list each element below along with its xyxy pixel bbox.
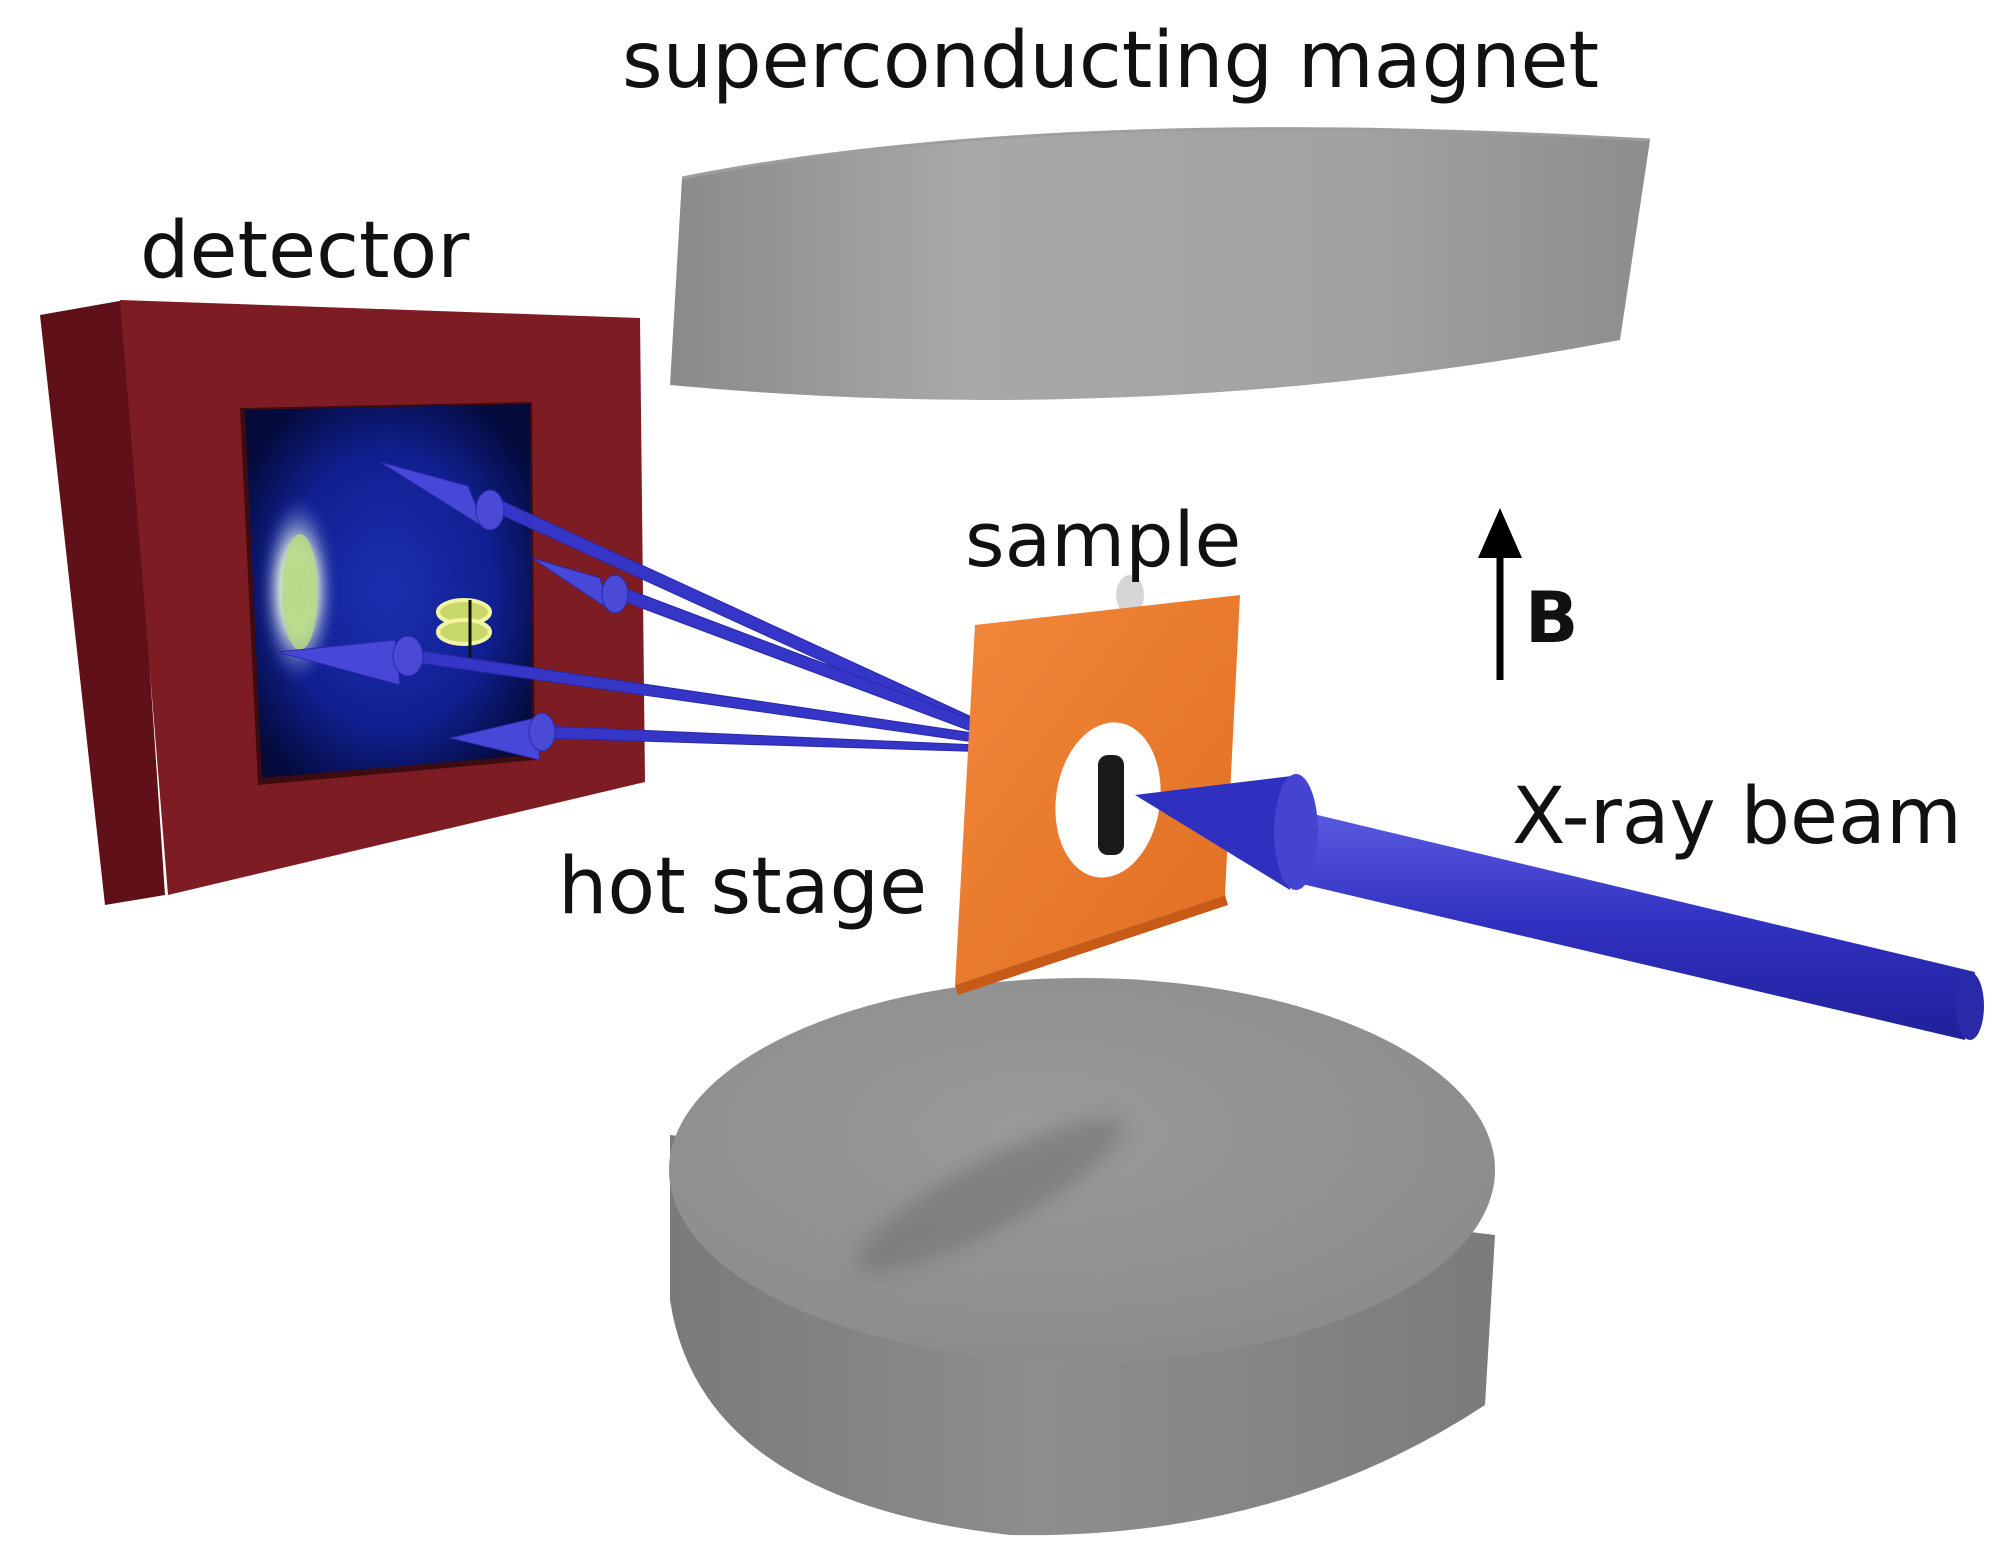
scattered-beams: [277, 461, 1002, 761]
label-hot-stage: hot stage: [558, 842, 928, 932]
label-magnetic-field: B: [1525, 577, 1579, 659]
sample-holder: [1098, 755, 1124, 855]
hot-stage: [955, 575, 1240, 995]
incident-beam: [1135, 774, 1984, 1040]
top-magnet: [670, 127, 1651, 400]
label-superconducting-magnet: superconducting magnet: [622, 16, 1600, 106]
diffraction-spots: [436, 598, 492, 670]
detector: [40, 300, 645, 905]
field-arrow: [1478, 508, 1522, 680]
bottom-magnet: [669, 978, 1495, 1536]
label-detector: detector: [140, 206, 470, 296]
label-x-ray-beam: X-ray beam: [1512, 772, 1962, 862]
label-sample: sample: [965, 495, 1242, 584]
